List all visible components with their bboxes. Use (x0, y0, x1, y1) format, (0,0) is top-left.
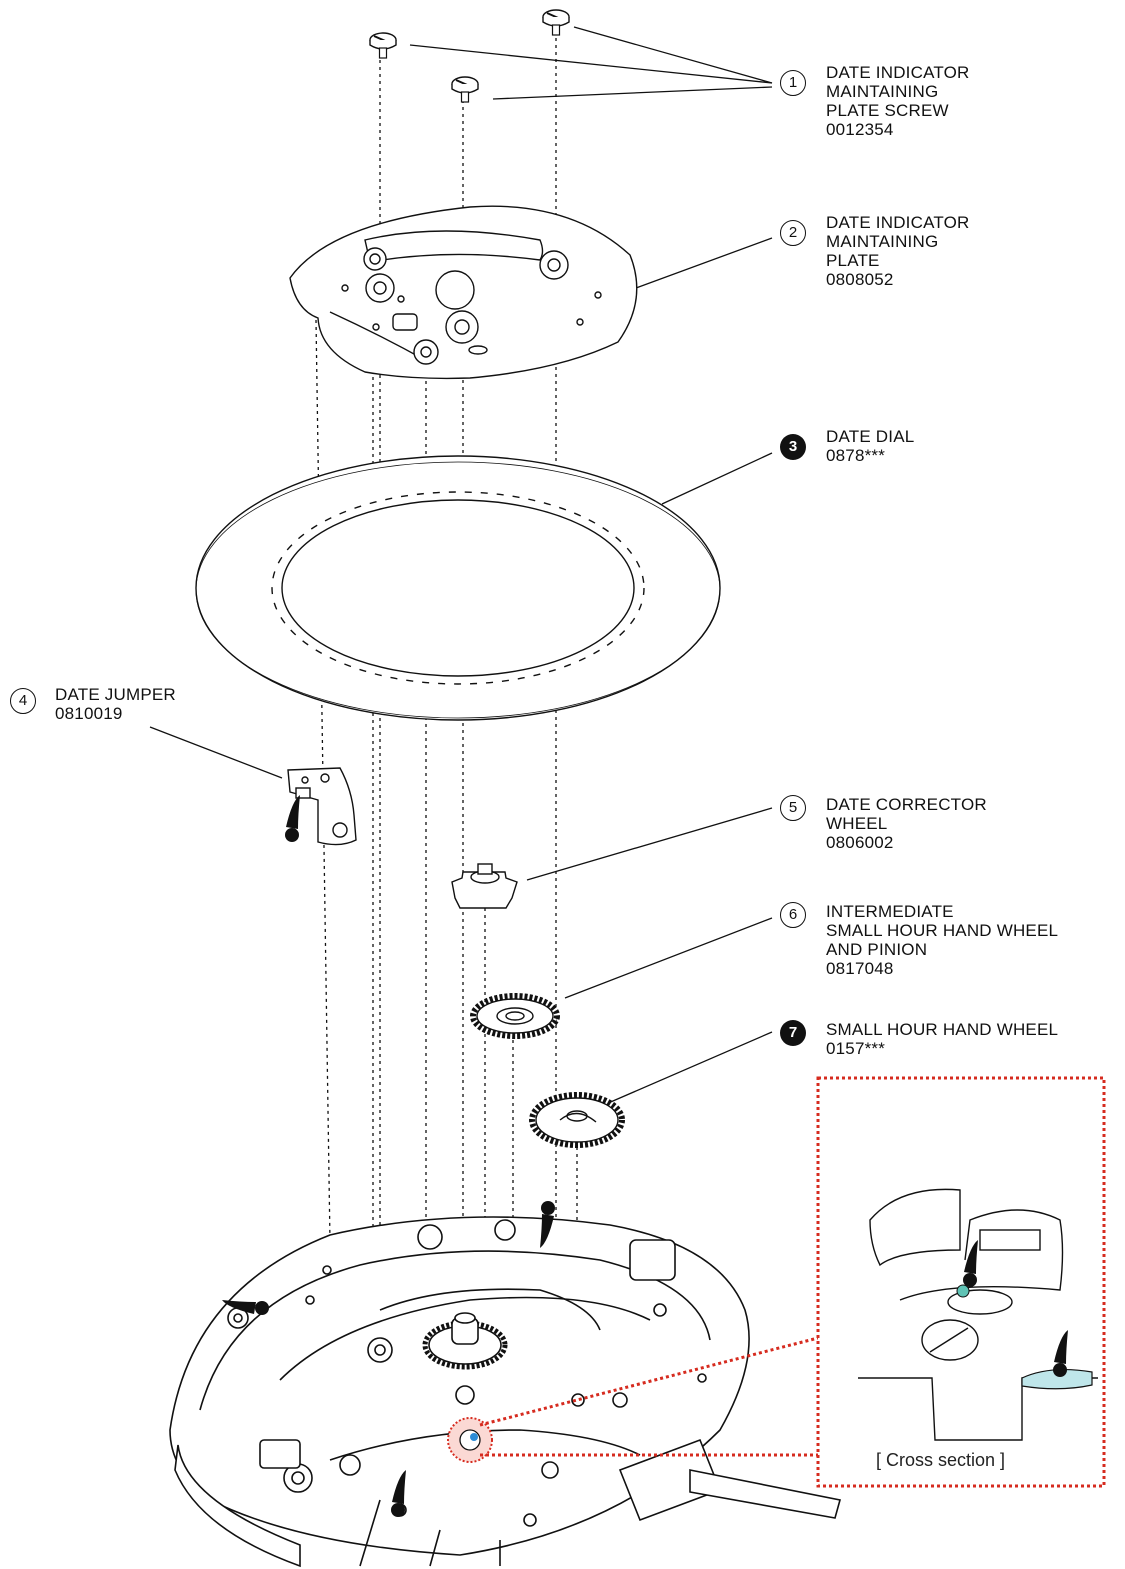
part-number: 0806002 (826, 833, 894, 852)
detail-connector (479, 1336, 819, 1457)
label-line: DATE INDICATOR (826, 63, 970, 82)
part-number: 0878*** (826, 446, 886, 465)
callout-number-2: 2 (780, 220, 806, 246)
label-line: DATE JUMPER (55, 685, 176, 704)
label-line: WHEEL (826, 814, 888, 833)
lubricant-drop-icon (285, 795, 300, 842)
callout-number-6: 6 (780, 902, 806, 928)
leader-lines (149, 26, 773, 1105)
callout-label-3: DATE DIAL 0878*** (826, 427, 914, 465)
callout-number-7: 7 (780, 1020, 806, 1046)
label-line: PLATE (826, 251, 880, 270)
label-line: INTERMEDIATE (826, 902, 954, 921)
date-dial-icon (195, 455, 721, 721)
cross-section-caption: [ Cross section ] (876, 1450, 1006, 1470)
part-number: 0808052 (826, 270, 894, 289)
part-number: 0157*** (826, 1039, 886, 1058)
label-line: DATE DIAL (826, 427, 915, 446)
callout-number-4: 4 (10, 688, 36, 714)
screw-icon (369, 9, 570, 103)
label-line: PLATE SCREW (826, 101, 949, 120)
callout-number-1: 1 (780, 70, 806, 96)
callout-number-5: 5 (780, 795, 806, 821)
label-line: SMALL HOUR HAND WHEEL (826, 1020, 1059, 1039)
part-number: 0817048 (826, 959, 894, 978)
part-number: 0810019 (55, 704, 123, 723)
label-line: SMALL HOUR HAND WHEEL (826, 921, 1059, 940)
label-line: DATE INDICATOR (826, 213, 970, 232)
cross-section-inset (816, 1076, 1106, 1488)
part-number: 0012354 (826, 120, 894, 139)
small-hour-hand-wheel-icon (529, 1092, 625, 1148)
maintaining-plate-icon (289, 205, 638, 380)
label-line: MAINTAINING (826, 232, 939, 251)
date-corrector-wheel-icon (451, 863, 518, 909)
callout-label-5: DATE CORRECTOR WHEEL 0806002 (826, 795, 987, 852)
callout-label-1: DATE INDICATOR MAINTAINING PLATE SCREW 0… (826, 63, 970, 139)
callout-label-2: DATE INDICATOR MAINTAINING PLATE 0808052 (826, 213, 970, 289)
callout-label-4: DATE JUMPER 0810019 (55, 685, 176, 723)
label-line: MAINTAINING (826, 82, 939, 101)
callout-label-6: INTERMEDIATE SMALL HOUR HAND WHEEL AND P… (826, 902, 1058, 978)
callout-number-3: 3 (780, 434, 806, 460)
intermediate-wheel-icon (470, 993, 560, 1039)
date-jumper-icon (287, 767, 357, 846)
cross-section-detail-icon (869, 1188, 1064, 1361)
callout-label-7: SMALL HOUR HAND WHEEL 0157*** (826, 1020, 1058, 1058)
movement-plate-icon (169, 1216, 842, 1568)
label-line: AND PINION (826, 940, 928, 959)
label-line: DATE CORRECTOR (826, 795, 987, 814)
